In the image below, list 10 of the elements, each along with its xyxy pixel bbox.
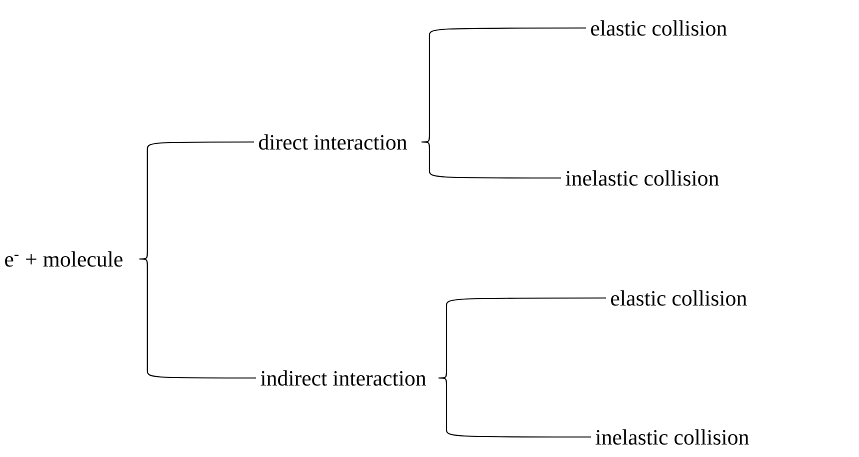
curly-brace xyxy=(438,377,591,438)
curly-brace xyxy=(422,141,561,179)
term-label: inelastic collision xyxy=(566,170,719,186)
term-label: indirect interaction xyxy=(260,370,426,386)
term-label: direct interaction xyxy=(259,134,407,150)
term-label: elastic collision xyxy=(591,20,727,36)
term-label: e$^{-}$ + molecule xyxy=(5,251,122,267)
curly-brace xyxy=(139,258,256,379)
term-label: elastic collision xyxy=(611,290,747,306)
term-label: inelastic collision xyxy=(596,429,749,445)
